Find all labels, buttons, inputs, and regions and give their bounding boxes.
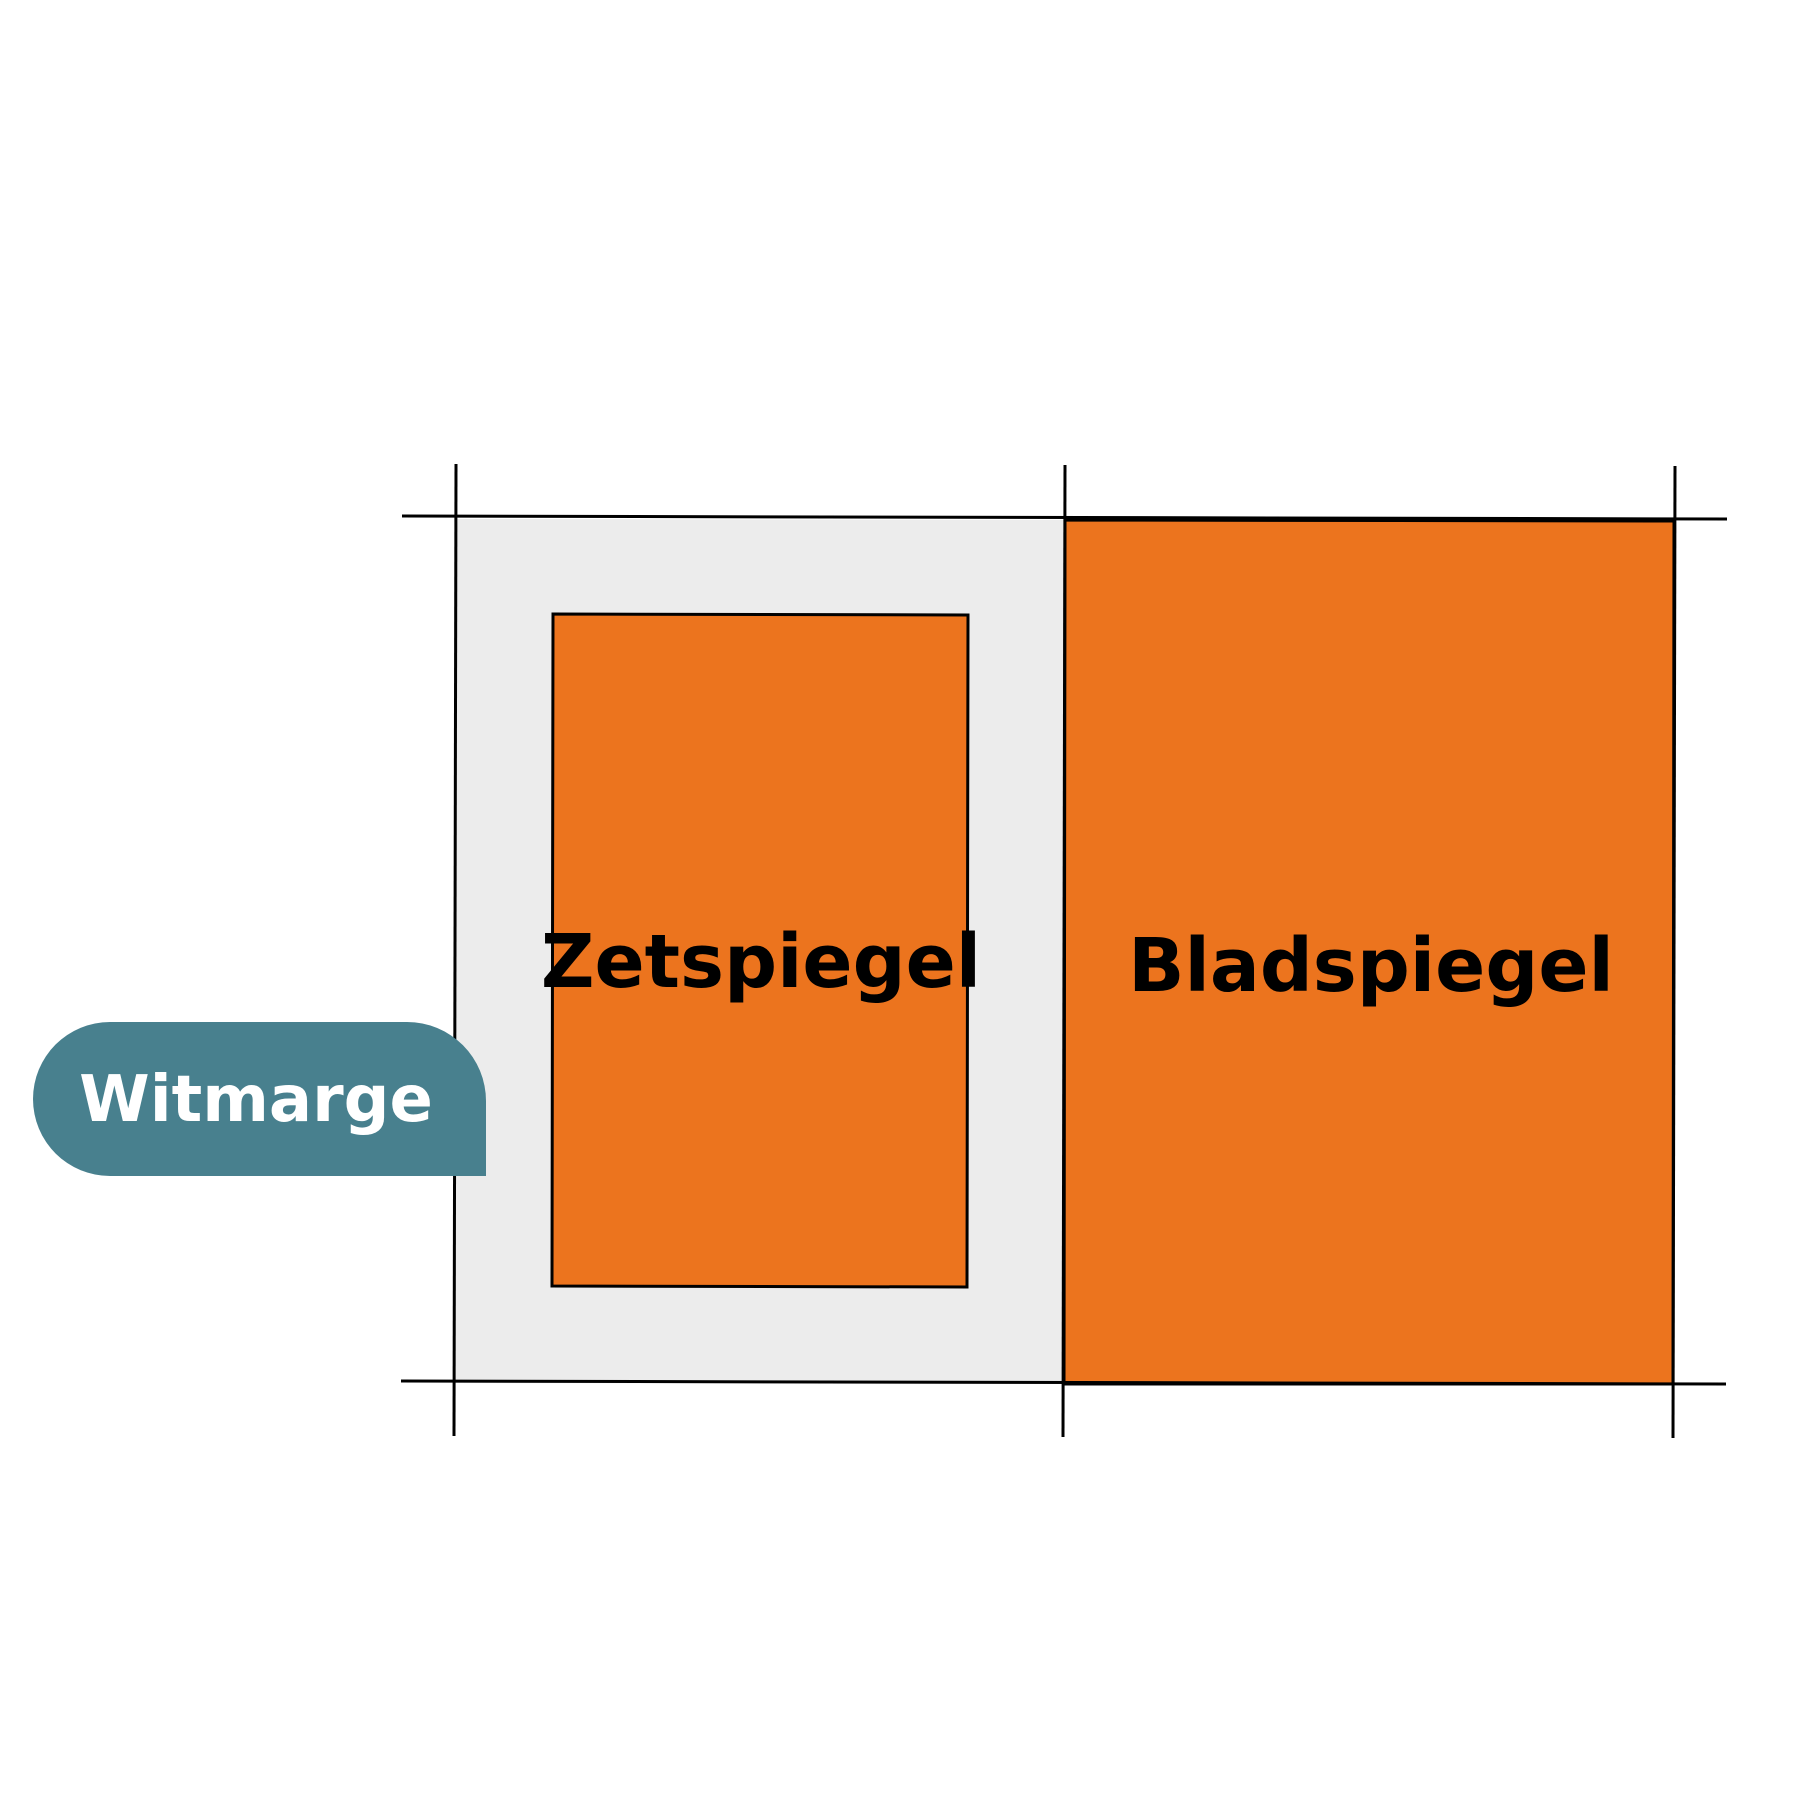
witmarge-tag-shape <box>33 1022 486 1176</box>
right-crop-line <box>1671 465 1677 1439</box>
bladspiegel-label: Bladspiegel <box>1128 923 1614 1009</box>
spine-crop-line <box>1061 464 1067 1438</box>
left-crop-line <box>452 463 458 1437</box>
crop-lines <box>400 463 1728 1439</box>
zetspiegel-label: Zetspiegel <box>541 919 981 1005</box>
witmarge-label: Witmarge <box>79 1063 433 1137</box>
zetspiegel-area <box>550 612 970 1289</box>
